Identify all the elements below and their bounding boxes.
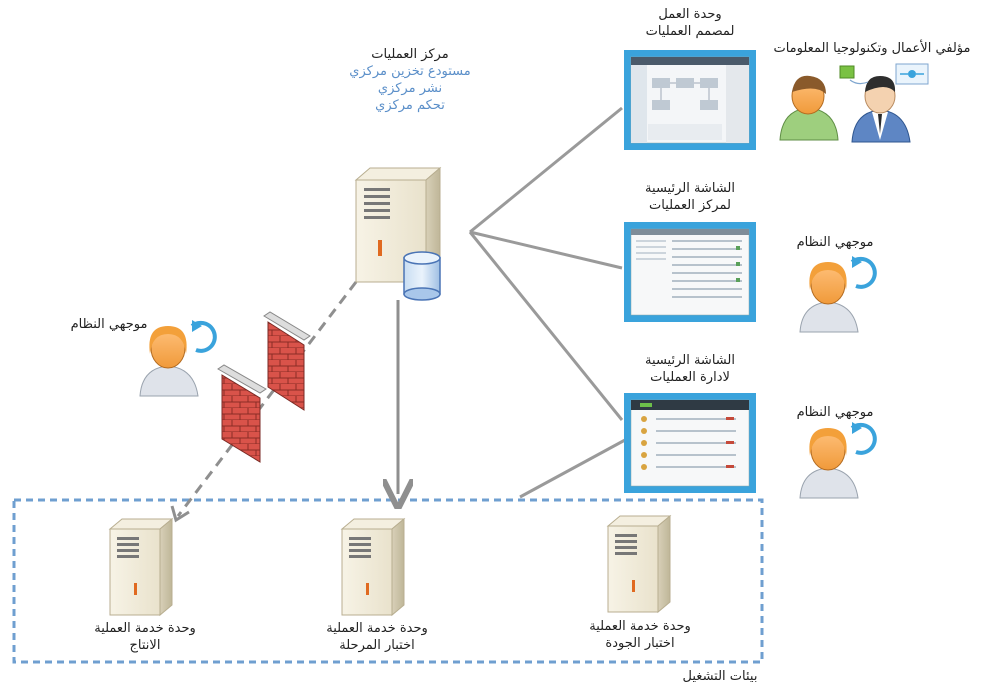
production-server-label: وحدة خدمة العملية الانتاج (80, 620, 210, 654)
deploy-arrowhead-production (170, 505, 190, 523)
designer-label-line2: لمصمم العمليات (645, 24, 735, 39)
admin-console-label-line1: الشاشة الرئيسية (645, 353, 735, 368)
system-admin-icon (799, 422, 877, 499)
server-icon-production (108, 517, 174, 617)
admin-label-bottom: موجهي النظام (796, 405, 874, 420)
admin-console-screen-icon (624, 393, 756, 493)
center-feature-deployment: نشر مركزي (377, 81, 443, 96)
designer-screen-icon (624, 50, 756, 150)
admin-label-left: موجهي النظام (70, 317, 148, 332)
center-console-label-line2: لمركز العمليات (649, 198, 731, 213)
admin-console-label-line2: لادارة العمليات (650, 370, 730, 385)
admin-console-label: الشاشة الرئيسية لادارة العمليات (620, 352, 760, 386)
connectors (468, 106, 626, 499)
server-icon-quality (606, 514, 672, 614)
production-server-label-line2: الانتاج (129, 638, 161, 653)
center-feature-repository: مستودع تخزين مركزي (349, 64, 471, 79)
center-feature-control: تحكم مركزي (375, 98, 445, 113)
quality-server-label-line1: وحدة خدمة العملية (589, 619, 691, 634)
system-admin-icon (139, 320, 217, 397)
quality-server-label: وحدة خدمة العملية اختبار الجودة (575, 618, 705, 652)
designer-label-line1: وحدة العمل (658, 7, 722, 22)
center-console-label: الشاشة الرئيسية لمركز العمليات (620, 180, 760, 214)
center-title: مركز العمليات (371, 47, 449, 62)
center-console-screen-icon (624, 222, 756, 322)
quality-server-label-line2: اختبار الجودة (605, 636, 675, 651)
firewall-icon (217, 364, 267, 463)
deploy-arrow-production (176, 281, 358, 517)
authors-label: مؤلفي الأعمال وتكنولوجيا المعلومات (773, 41, 971, 56)
environments-label: بيئات التشغيل (682, 669, 758, 684)
staging-server-label: وحدة خدمة العملية اختبار المرحلة (312, 620, 442, 654)
admin-label-top: موجهي النظام (796, 235, 874, 250)
production-server-label-line1: وحدة خدمة العملية (94, 621, 196, 636)
staging-server-label-line1: وحدة خدمة العملية (326, 621, 428, 636)
center-console-label-line1: الشاشة الرئيسية (645, 181, 735, 196)
staging-server-label-line2: اختبار المرحلة (339, 638, 415, 653)
system-admin-icon (799, 256, 877, 333)
business-it-authors-icon (779, 63, 929, 143)
center-label: مركز العمليات مستودع تخزين مركزي نشر مرك… (330, 46, 490, 114)
database-icon (403, 251, 441, 301)
server-icon-staging (340, 517, 406, 617)
firewall-icon (263, 311, 311, 411)
designer-label: وحدة العمل لمصمم العمليات (620, 6, 760, 40)
